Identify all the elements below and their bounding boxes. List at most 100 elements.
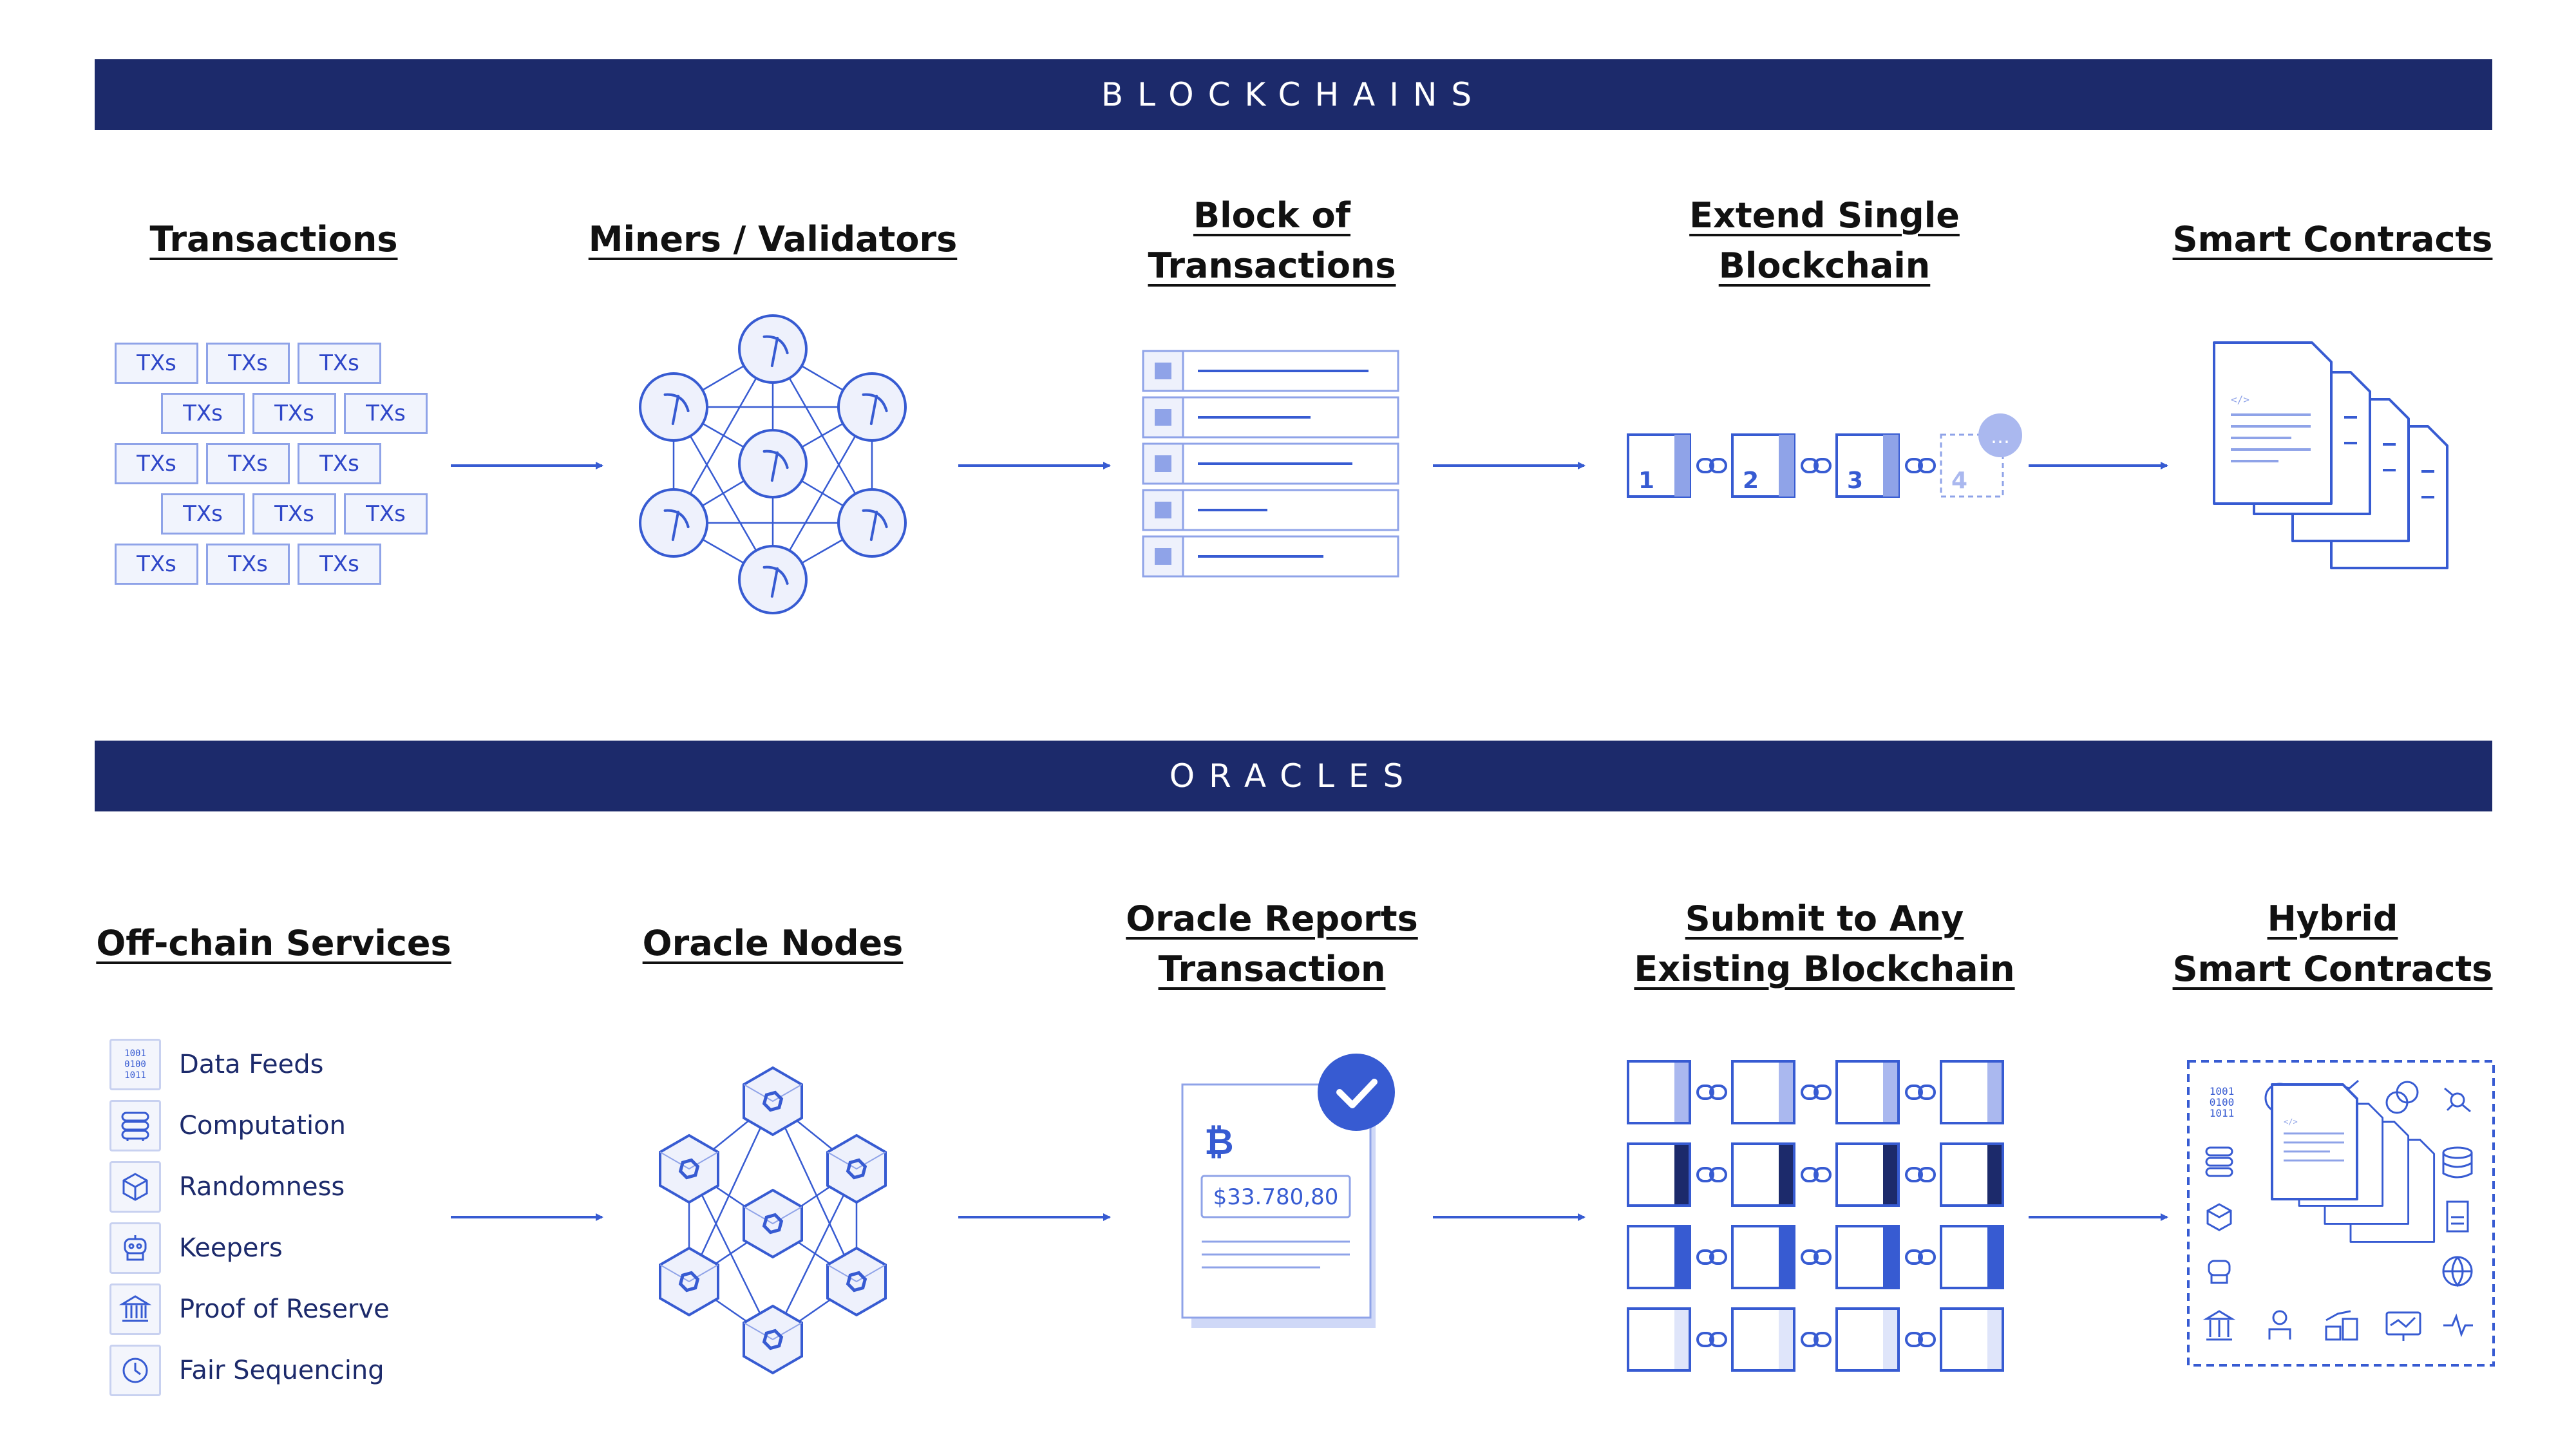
miner-node	[738, 545, 808, 614]
invoice-icon	[2446, 1200, 2469, 1233]
contract-document: </>	[2213, 341, 2333, 505]
price-value: $33.780,80	[1213, 1184, 1339, 1210]
ellipsis-icon: …	[1991, 426, 2010, 448]
bank-icon	[2202, 1310, 2236, 1341]
svg-text:1001: 1001	[124, 1048, 146, 1059]
svg-text:3: 3	[1847, 468, 1863, 494]
oracle-node	[744, 1190, 802, 1257]
link-icon	[1905, 458, 1936, 473]
stage-title-miners-validators: Miners / Validators	[588, 219, 958, 260]
verified-check-icon	[1318, 1054, 1395, 1131]
chain-block-stripe	[1883, 1145, 1897, 1204]
block-row	[1142, 396, 1399, 439]
tx-cell: TXs	[161, 493, 245, 535]
svg-text:</>: </>	[2231, 393, 2249, 406]
chain-block-stripe	[1674, 1145, 1689, 1204]
blockchains-banner: BLOCKCHAINS	[95, 59, 2492, 130]
service-item-randomness: Randomness	[109, 1160, 345, 1213]
pending-badge	[1978, 413, 2022, 457]
oracle-node	[828, 1135, 886, 1202]
robot-icon	[2208, 1260, 2231, 1284]
link-icon	[1801, 1084, 1832, 1100]
service-label: Data Feeds	[179, 1050, 324, 1079]
tx-cell: TXs	[161, 393, 245, 434]
cube-icon	[2206, 1203, 2232, 1231]
svg-text:1: 1	[1638, 468, 1654, 494]
block-of-transactions	[1142, 350, 1399, 578]
oracle-report-document: ₿ $33.780,80	[1181, 1054, 1395, 1328]
miner-node	[639, 488, 708, 558]
link-icon	[1696, 1084, 1727, 1100]
coins-icon	[2385, 1081, 2419, 1114]
tx-cell: TXs	[115, 343, 198, 384]
miner-node	[837, 488, 907, 558]
chain-block-stripe	[1987, 1227, 2002, 1287]
chain-block-stripe	[1779, 1310, 1793, 1369]
satellite-icon	[2444, 1087, 2471, 1113]
server-icon	[2205, 1146, 2233, 1177]
svg-text:2: 2	[1743, 468, 1759, 494]
tx-cell: TXs	[206, 343, 290, 384]
tx-cell: TXs	[252, 393, 336, 434]
chain-block-stripe	[1883, 1063, 1897, 1122]
service-icon-grid: 1001 0100 1011	[2202, 1079, 2473, 1341]
oracle-node	[828, 1248, 886, 1315]
link-icon	[1696, 1332, 1727, 1347]
block-row	[1142, 489, 1399, 531]
oracles-title: ORACLES	[1169, 757, 1418, 795]
miner-node	[639, 372, 708, 442]
block-row	[1142, 535, 1399, 578]
oracles-banner: ORACLES	[95, 741, 2492, 811]
service-label: Fair Sequencing	[179, 1356, 384, 1385]
link-icon	[1801, 458, 1832, 473]
service-item-computation: Computation	[109, 1099, 346, 1152]
chain-block-stripe	[1779, 1227, 1793, 1287]
tx-cell: TXs	[298, 544, 381, 585]
tx-cell: TXs	[115, 443, 198, 484]
chain-block-stripe	[1779, 1145, 1793, 1204]
stage-title-off-chain-services: Off-chain Services	[96, 923, 451, 963]
blockchains-title: BLOCKCHAINS	[1101, 76, 1486, 113]
svg-text:4: 4	[1951, 468, 1967, 494]
price-box	[1200, 1175, 1351, 1218]
tx-cell: TXs	[298, 343, 381, 384]
stage-title-oracle-nodes: Oracle Nodes	[642, 923, 904, 963]
link-icon	[1801, 1167, 1832, 1182]
monitor-icon	[2385, 1311, 2421, 1341]
link-icon	[1801, 1249, 1832, 1265]
service-item-keepers: Keepers	[109, 1222, 283, 1274]
chain-block-stripe	[1987, 1063, 2002, 1122]
service-label: Randomness	[179, 1172, 345, 1202]
link-icon	[1696, 1249, 1727, 1265]
miner-node	[837, 372, 907, 442]
service-label: Computation	[179, 1111, 346, 1141]
clock-icon	[109, 1345, 161, 1396]
service-item-proof-of-reserve: Proof of Reserve	[109, 1283, 390, 1336]
tx-cell: TXs	[206, 544, 290, 585]
chain-block: 2	[1731, 433, 1795, 498]
svg-text:0100: 0100	[124, 1059, 146, 1070]
link-icon	[1905, 1167, 1936, 1182]
bitcoin-icon: ₿	[1204, 1121, 1234, 1163]
miners-validators-network	[639, 314, 907, 614]
link-icon	[1696, 458, 1727, 473]
service-label: Keepers	[179, 1233, 283, 1263]
chain-block-stripe	[1987, 1145, 2002, 1204]
oracle-node	[744, 1306, 802, 1373]
smart-contracts-stack: </>	[2213, 341, 2448, 569]
chain-block-stripe	[1674, 1227, 1689, 1287]
heartbeat-icon	[2443, 1313, 2473, 1338]
tx-cell: TXs	[115, 544, 198, 585]
block-row	[1142, 350, 1399, 392]
hybrid-smart-contracts: 1001 0100 1011 </>	[2187, 1060, 2495, 1367]
stage-title-smart-contracts: Smart Contracts	[2172, 219, 2493, 260]
stage-title-transactions: Transactions	[149, 219, 398, 260]
chain-block-stripe	[1987, 1310, 2002, 1369]
